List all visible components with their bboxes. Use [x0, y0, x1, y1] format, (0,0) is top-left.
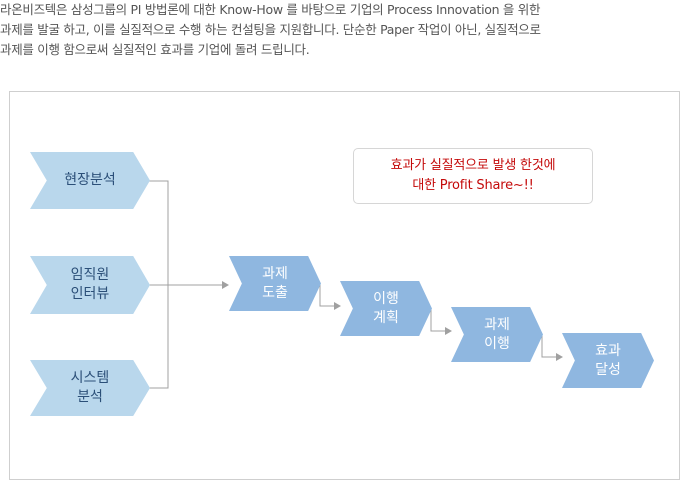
intro-line-1: 라온비즈텍은 삼성그룹의 PI 방법론에 대한 Know-How 를 바탕으로 …	[0, 2, 541, 17]
step-task-derivation: 과제 도출	[229, 256, 321, 311]
step-effect-achievement: 효과 달성	[562, 333, 654, 388]
input-system-analysis: 시스템 분석	[30, 360, 150, 416]
connector-step-3-4	[541, 335, 557, 358]
arrowhead-step-2	[334, 302, 341, 310]
connector-step-1-2	[319, 284, 335, 307]
connector-step-2-3	[430, 309, 446, 332]
arrowhead-step-4	[556, 353, 563, 361]
intro-line-2: 과제를 발굴 하고, 이를 실질적으로 수행 하는 컨설팅을 지원합니다. 단순…	[0, 22, 541, 37]
arrowhead-step-3	[445, 327, 452, 335]
connector-input-3	[148, 285, 169, 389]
note-line-2: 대한 Profit Share~!!	[412, 178, 534, 193]
input-site-analysis: 현장분석	[30, 152, 150, 209]
arrowhead-step-1	[222, 281, 229, 289]
input-staff-interview: 임직원 인터뷰	[30, 256, 150, 314]
intro-line-3: 과제를 이행 함으로써 실질적인 효과를 기업에 돌려 드립니다.	[0, 42, 310, 57]
connector-input-1	[148, 180, 169, 285]
step-task-implementation: 과제 이행	[451, 307, 543, 362]
note-line-1: 효과가 실질적으로 발생 한것에	[390, 158, 556, 173]
step-implementation-plan: 이행 계획	[340, 281, 432, 336]
intro-paragraph: 라온비즈텍은 삼성그룹의 PI 방법론에 대한 Know-How 를 바탕으로 …	[0, 0, 684, 60]
profit-share-note: 효과가 실질적으로 발생 한것에 대한 Profit Share~!!	[353, 148, 593, 204]
